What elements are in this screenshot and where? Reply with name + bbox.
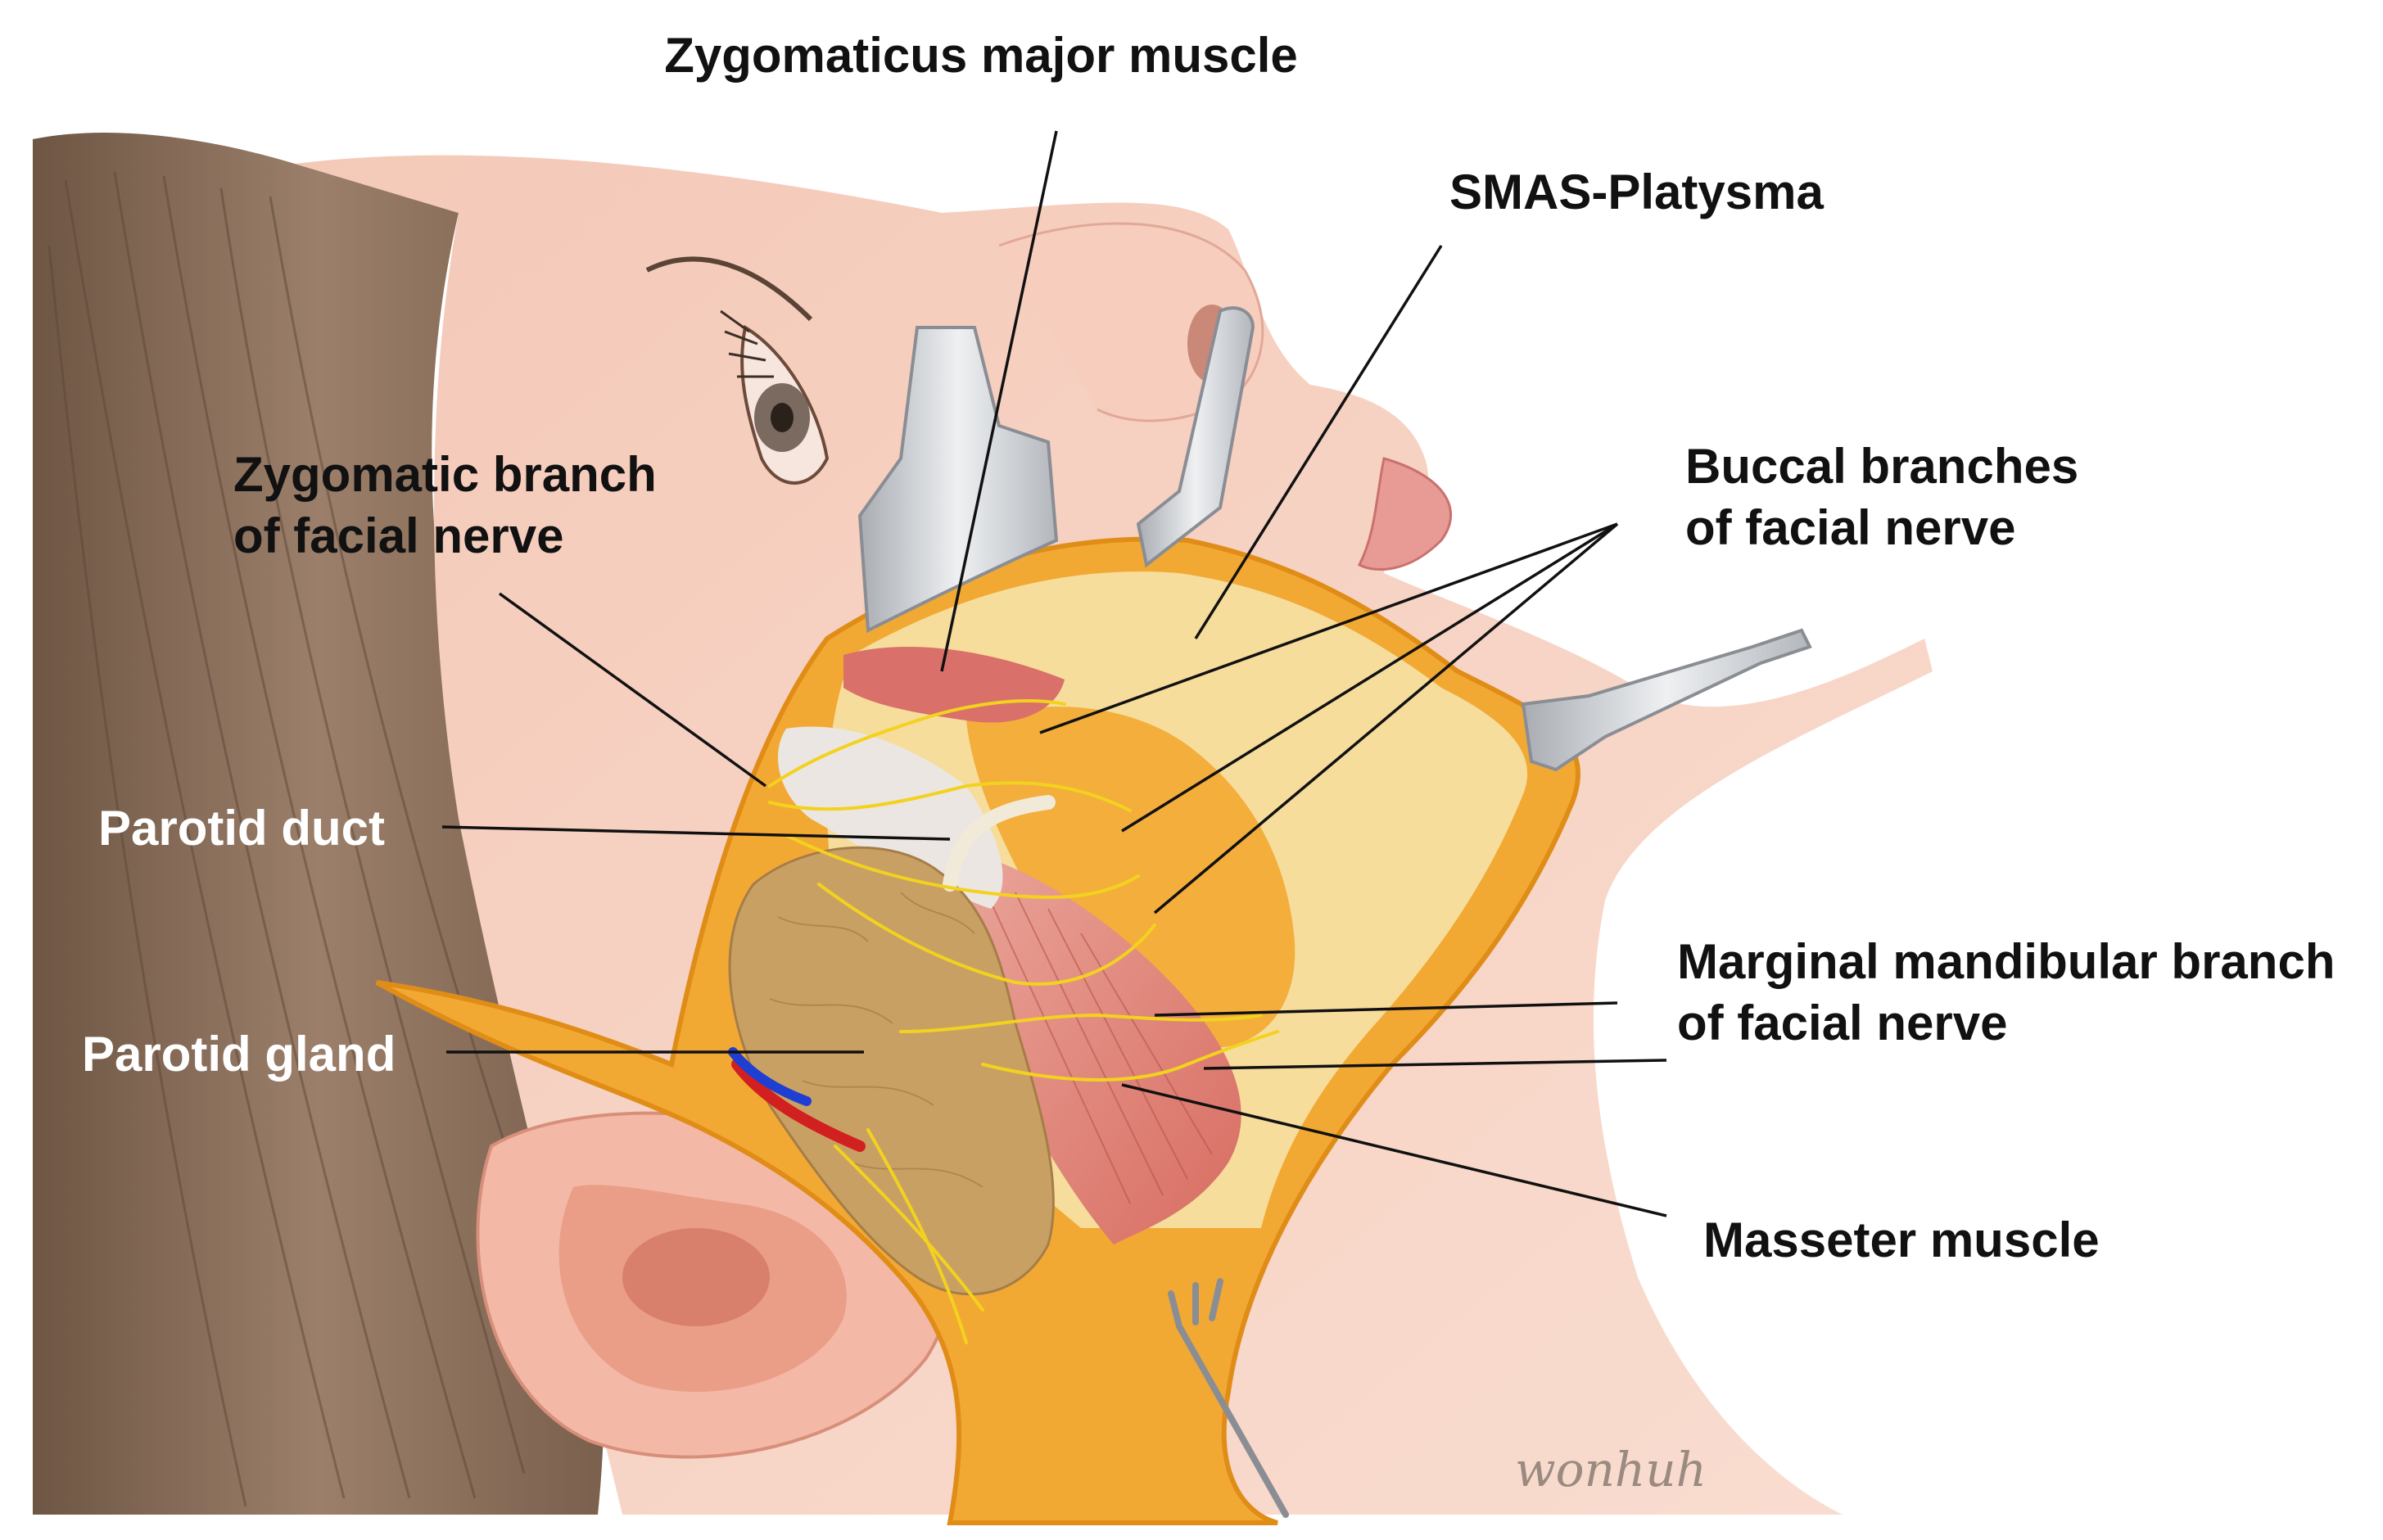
parotid-lobules <box>769 892 983 1188</box>
hair-strands <box>47 171 534 1507</box>
hair <box>33 132 604 1515</box>
leader-lines <box>441 130 1667 1217</box>
label-marginal-line1: Marginal mandibular branch <box>1677 934 2335 989</box>
leader-marginal-1 <box>1154 1001 1618 1017</box>
leader-masseter <box>1121 1083 1667 1217</box>
label-zygomaticus-major: Zygomaticus major muscle <box>664 28 1298 83</box>
masseter-fascia <box>778 726 1003 909</box>
leader-buccal-2 <box>1121 522 1618 833</box>
label-parotid-duct: Parotid duct <box>98 801 385 856</box>
leader-marginal-2 <box>1203 1059 1667 1070</box>
leader-smas <box>1194 245 1443 639</box>
label-smas-platysma: SMAS-Platysma <box>1449 165 1824 219</box>
leader-parotid-duct <box>441 825 951 841</box>
facial-nerve-branches <box>768 699 1279 1344</box>
label-zygomatic-branch-line2: of facial nerve <box>233 508 564 563</box>
masseter-fibers <box>982 883 1213 1204</box>
buccal-fat <box>966 707 1296 1048</box>
label-buccal-line1: Buccal branches <box>1685 439 2078 494</box>
zygomaticus-muscle-shape <box>843 647 1065 723</box>
skin-hook <box>1168 1278 1289 1518</box>
artist-signature: wonhuh <box>1515 1442 1707 1497</box>
label-marginal-line2: of facial nerve <box>1677 996 2008 1050</box>
retractor-right <box>1521 628 1812 772</box>
label-parotid-gland: Parotid gland <box>82 1027 396 1082</box>
leader-zygomaticus <box>940 130 1058 672</box>
vein <box>728 1047 812 1106</box>
leader-buccal-1 <box>1039 522 1618 734</box>
retractor-middle <box>1136 306 1255 568</box>
leader-buccal-3 <box>1153 522 1619 915</box>
eye <box>645 256 830 485</box>
leader-zygomatic-branch <box>498 592 767 788</box>
label-zygomatic-branch-line1: Zygomatic branch <box>233 447 657 502</box>
label-masseter: Masseter muscle <box>1703 1213 2100 1267</box>
label-buccal-line2: of facial nerve <box>1685 500 2016 555</box>
artery <box>731 1059 866 1152</box>
parotid-duct-shape <box>943 795 1056 892</box>
lips <box>1357 457 1452 571</box>
